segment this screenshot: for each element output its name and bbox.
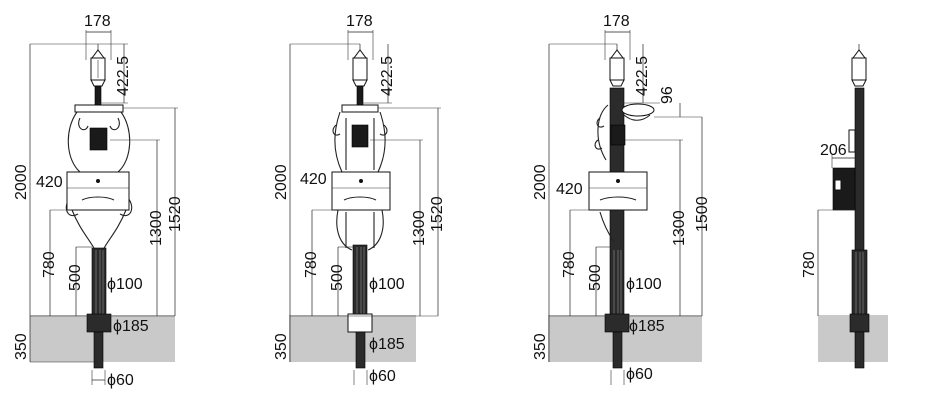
- fig-a-lamp-height: 422.5: [115, 56, 132, 96]
- fig-a-box-top: 1300: [148, 210, 165, 246]
- figure-a-base: [86, 313, 112, 333]
- fig-b-box-bottom: 780: [303, 251, 320, 278]
- fig-b-box-width: 420: [300, 171, 327, 188]
- figure-c-underground-pole: [612, 331, 623, 369]
- figure-d-side-view: [818, 44, 888, 369]
- figure-c-ornament: [594, 104, 615, 243]
- fig-b-box-low: 500: [329, 264, 346, 291]
- figure-b-ornament: [332, 111, 388, 251]
- fig-a-total-height: 2000: [13, 164, 30, 200]
- fig-b-base-dia: ϕ185: [369, 336, 405, 353]
- figure-a-underground-pole: [93, 331, 104, 369]
- dimension-lines: [29, 30, 855, 385]
- fig-b-depth: 350: [273, 333, 290, 360]
- fig-a-depth: 350: [13, 333, 30, 360]
- figure-c-intercom: [610, 124, 626, 146]
- figure-c-lamp: [609, 44, 625, 87]
- figure-a-lamp: [90, 44, 106, 106]
- figure-a-front-view: [30, 44, 175, 369]
- fig-a-bottom-dia: ϕ60: [107, 372, 134, 389]
- fig-c-box-bottom: 780: [561, 251, 578, 278]
- fig-a-post-height: 1520: [167, 196, 184, 232]
- fig-c-box-low: 500: [587, 264, 604, 291]
- figure-d-pole-lower: [851, 249, 868, 317]
- figure-a-pole: [91, 247, 107, 317]
- fig-c-base-dia: ϕ185: [629, 318, 665, 335]
- figure-a-top-plate: [74, 104, 124, 113]
- fig-b-box-top: 1300: [411, 210, 428, 246]
- fig-b-total-height: 2000: [273, 164, 290, 200]
- figure-a-ornament: [65, 111, 133, 251]
- fig-b-pole-dia: ϕ100: [369, 276, 405, 293]
- dimension-labels: 178 422.5 2000 1520 1300 420 780 500 ϕ10…: [13, 13, 847, 389]
- figure-c-base: [604, 313, 630, 333]
- figure-b-top-plate: [341, 104, 379, 113]
- figure-b-pole: [352, 244, 368, 317]
- fig-c-lamp-height: 422.5: [634, 56, 651, 96]
- figure-c-sign-plate: [621, 103, 655, 117]
- figure-b-base: [347, 313, 373, 333]
- figure-c-mailbox: [588, 171, 648, 211]
- figure-b-mailbox: [331, 171, 391, 211]
- fig-d-box-bottom: 780: [801, 251, 818, 278]
- fig-d-box-depth: 206: [820, 142, 847, 159]
- fig-c-box-width: 420: [556, 181, 583, 198]
- fig-a-box-bottom: 780: [41, 251, 58, 278]
- fig-a-box-width: 420: [36, 174, 63, 191]
- fig-a-top-width: 178: [84, 13, 111, 30]
- figure-d-underground-pole: [854, 331, 865, 369]
- figure-b-underground-pole: [355, 331, 366, 369]
- figure-b-front-view: [289, 44, 416, 369]
- fig-c-box-top: 1300: [671, 210, 688, 246]
- figure-b-lamp: [352, 44, 368, 106]
- fig-c-bottom-dia: ϕ60: [626, 366, 653, 383]
- fig-c-post-height: 1500: [694, 196, 711, 232]
- fig-b-post-height: 1520: [429, 196, 446, 232]
- fig-c-pole-dia: ϕ100: [626, 276, 662, 293]
- fig-a-base-dia: ϕ185: [113, 318, 149, 335]
- fig-b-top-width: 178: [346, 13, 373, 30]
- fig-c-depth: 350: [532, 333, 549, 360]
- figure-d-base: [849, 313, 870, 333]
- figure-d-lamp: [851, 44, 867, 87]
- fig-c-top-width: 178: [603, 13, 630, 30]
- figure-a-intercom: [89, 127, 108, 151]
- figure-c-front-view: [548, 44, 702, 369]
- fig-a-box-low: 500: [67, 264, 84, 291]
- figure-b-intercom: [351, 124, 369, 148]
- fig-c-total-height: 2000: [532, 164, 549, 200]
- figure-d-bracket: [848, 129, 856, 153]
- figure-a-mailbox: [66, 171, 130, 211]
- fig-b-bottom-dia: ϕ60: [369, 368, 396, 385]
- fig-b-lamp-height: 422.5: [379, 56, 396, 96]
- fig-c-arm-height: 96: [659, 86, 676, 104]
- fig-a-pole-dia: ϕ100: [107, 276, 143, 293]
